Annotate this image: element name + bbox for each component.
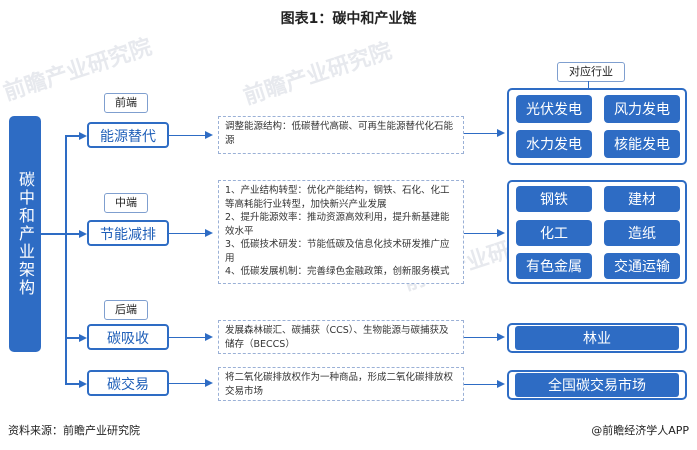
stage-label-front: 前端	[104, 93, 148, 113]
arrow-icon	[205, 379, 213, 387]
industry-solar: 光伏发电	[516, 95, 592, 123]
connector-line	[464, 133, 500, 134]
stage-label-middle: 中端	[104, 193, 148, 213]
sector-energy-saving: 节能减排	[87, 220, 169, 246]
industry-wind: 风力发电	[604, 95, 680, 123]
arrow-icon	[205, 333, 213, 341]
arrow-icon	[79, 132, 87, 140]
sector-carbon-absorption: 碳吸收	[87, 324, 169, 350]
industry-chemical: 化工	[516, 220, 592, 246]
industry-steel: 钢铁	[516, 186, 592, 212]
header-connector	[588, 81, 589, 89]
watermark: 前瞻产业研究院	[240, 38, 395, 111]
stage-label-back: 后端	[104, 300, 148, 320]
industry-national-carbon-market: 全国碳交易市场	[515, 373, 679, 397]
root-node: 碳中和产业架构	[9, 116, 41, 352]
branch-line	[65, 135, 85, 137]
chart-title: 图表1：碳中和产业链	[280, 11, 417, 27]
branch-line	[65, 233, 85, 235]
industry-header: 对应行业	[557, 62, 625, 82]
connector-line	[169, 337, 209, 338]
root-connector	[41, 233, 66, 235]
industry-hydro: 水力发电	[516, 130, 592, 158]
connector-line	[169, 135, 209, 136]
industry-paper: 造纸	[604, 220, 680, 246]
industry-transportation: 交通运输	[604, 253, 680, 279]
arrow-icon	[79, 230, 87, 238]
industry-forestry: 林业	[515, 326, 679, 350]
description-box: 调整能源结构：低碳替代高碳、可再生能源替代化石能源	[218, 116, 464, 154]
source-note: 资料来源：前瞻产业研究院	[8, 424, 140, 437]
arrow-icon	[79, 334, 87, 342]
arrow-icon	[497, 129, 505, 137]
arrow-icon	[205, 131, 213, 139]
arrow-icon	[497, 380, 505, 388]
arrow-icon	[497, 333, 505, 341]
arrow-icon	[497, 229, 505, 237]
industry-building-materials: 建材	[604, 186, 680, 212]
description-box: 将二氧化碳排放权作为一种商品，形成二氧化碳排放权交易市场	[218, 367, 464, 401]
industry-nuclear: 核能发电	[604, 130, 680, 158]
credit: @前瞻经济学人APP	[591, 424, 689, 437]
connector-line	[169, 233, 209, 234]
connector-line	[169, 383, 209, 384]
description-box: 发展森林碳汇、碳捕获（CCS）、生物能源与碳捕获及储存（BECCS）	[218, 320, 464, 354]
arrow-icon	[79, 380, 87, 388]
trunk-line	[65, 136, 67, 383]
description-box: 1、产业结构转型：优化产能结构，钢铁、石化、化工等高耗能行业转型，加快新兴产业发…	[218, 180, 464, 284]
sector-carbon-trading: 碳交易	[87, 370, 169, 396]
connector-line	[464, 384, 500, 385]
arrow-icon	[205, 229, 213, 237]
connector-line	[464, 337, 500, 338]
connector-line	[464, 233, 500, 234]
branch-line	[65, 383, 85, 385]
sector-energy-substitution: 能源替代	[87, 122, 169, 148]
industry-nonferrous-metals: 有色金属	[516, 253, 592, 279]
branch-line	[65, 337, 85, 339]
